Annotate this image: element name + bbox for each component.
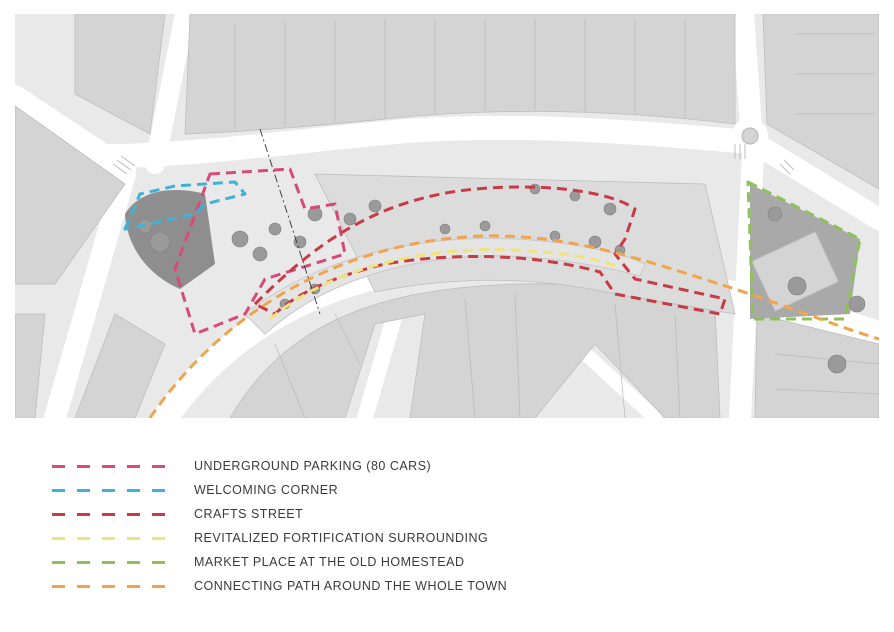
section-line <box>259 128 321 315</box>
overlay-market-place <box>746 180 862 321</box>
legend-item: WELCOMING CORNER <box>52 478 612 502</box>
road-west-south <box>44 163 136 418</box>
legend: UNDERGROUND PARKING (80 CARS) WELCOMING C… <box>52 454 612 598</box>
legend-swatch <box>52 512 176 516</box>
building-block-southwest <box>74 313 166 418</box>
building-block-upper-left <box>74 14 166 135</box>
legend-label: CRAFTS STREET <box>194 507 304 521</box>
roundabout-island <box>741 127 759 145</box>
welcoming-corner-plaza <box>125 190 215 289</box>
building-block-west <box>15 313 46 418</box>
market-building <box>751 231 840 312</box>
building-subdivisions <box>234 19 879 418</box>
legend-item: MARKET PLACE AT THE OLD HOMESTEAD <box>52 550 612 574</box>
legend-swatch <box>52 488 176 492</box>
legend-label: CONNECTING PATH AROUND THE WHOLE TOWN <box>194 579 508 593</box>
road-south-link <box>568 337 662 418</box>
legend-swatch <box>52 464 176 468</box>
road-network <box>15 14 879 418</box>
building-block-east-bottom <box>754 313 879 418</box>
crosswalks <box>112 144 795 175</box>
legend-swatch <box>52 560 176 564</box>
legend-item: REVITALIZED FORTIFICATION SURROUNDING <box>52 526 612 550</box>
legend-label: WELCOMING CORNER <box>194 483 339 497</box>
road-north-west-branch <box>145 14 195 174</box>
legend-swatch <box>52 584 176 588</box>
building-block-east-top <box>762 14 879 190</box>
road-inner-street <box>357 306 403 418</box>
road-north-street <box>15 115 762 169</box>
legend-item: UNDERGROUND PARKING (80 CARS) <box>52 454 612 478</box>
open-spaces <box>125 184 860 335</box>
fortification-promenade <box>244 237 646 335</box>
building-block-northwest <box>15 105 126 285</box>
overlay-connecting-path <box>148 234 879 418</box>
site-plan-map <box>15 14 879 418</box>
road-east-branch <box>742 131 879 230</box>
overlay-revitalized-fortification <box>269 248 616 321</box>
legend-swatch <box>52 536 176 540</box>
legend-label: REVITALIZED FORTIFICATION SURROUNDING <box>194 531 489 545</box>
trees <box>137 183 866 374</box>
legend-label: MARKET PLACE AT THE OLD HOMESTEAD <box>194 555 465 569</box>
legend-item: CRAFTS STREET <box>52 502 612 526</box>
road-diagonal-west <box>15 85 136 180</box>
building-block-north <box>184 14 736 135</box>
legend-item: CONNECTING PATH AROUND THE WHOLE TOWN <box>52 574 612 598</box>
planning-overlays <box>123 167 879 418</box>
legend-label: UNDERGROUND PARKING (80 CARS) <box>194 459 432 473</box>
building-block-south-middle <box>229 283 721 418</box>
